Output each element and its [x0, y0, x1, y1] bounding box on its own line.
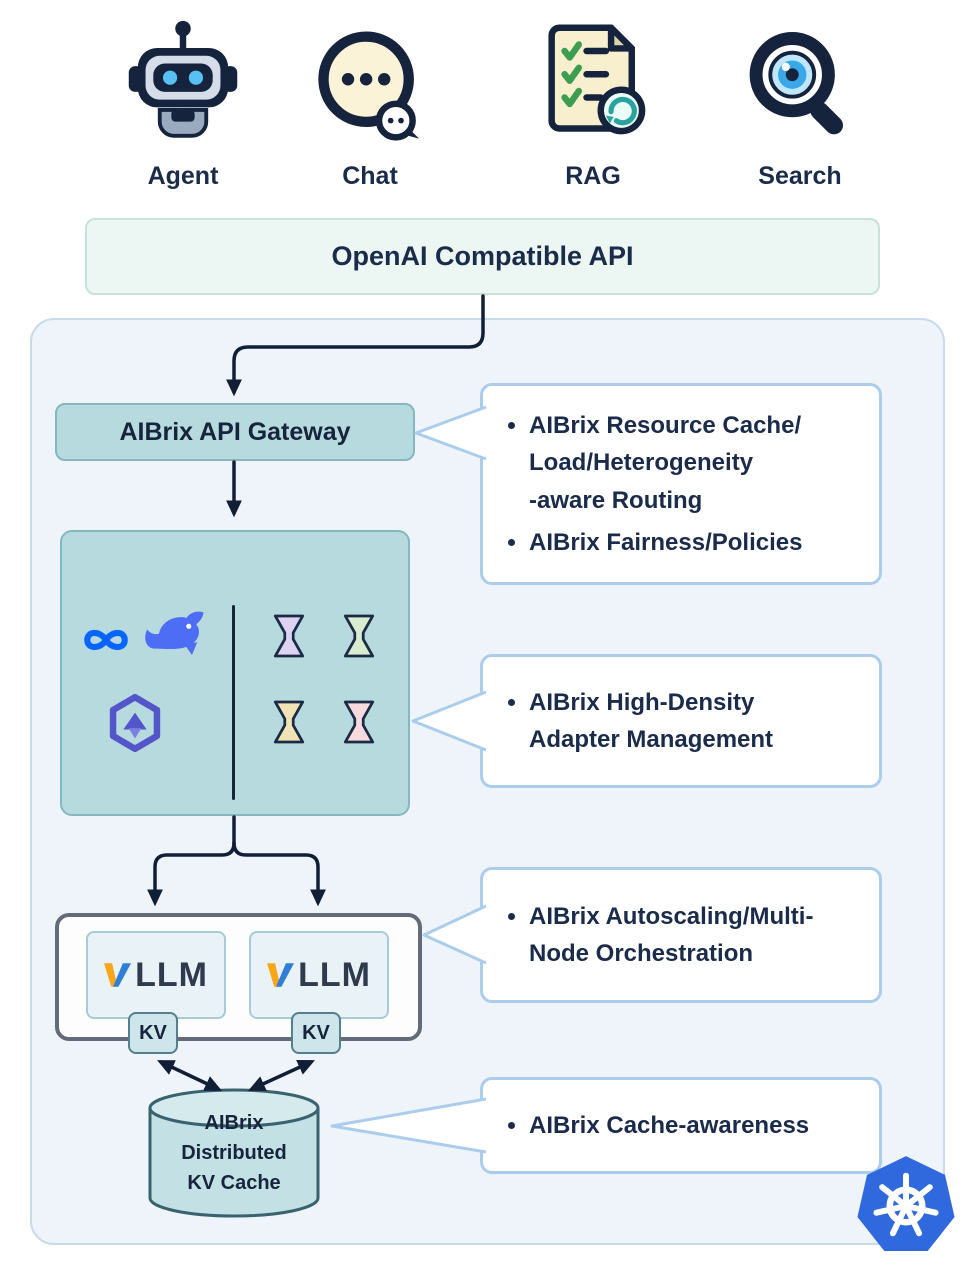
callout-routing: AIBrix Resource Cache/ Load/Heterogeneit…: [480, 383, 882, 585]
qwen-logo-icon: [104, 688, 166, 758]
rag-document-icon: [531, 12, 655, 152]
callout-cache-awareness: AIBrix Cache-awareness: [480, 1077, 882, 1174]
vllm-engine-box: LLM: [86, 931, 226, 1019]
chat-icon: [308, 20, 432, 154]
kv-cache-label: AIBrix Distributed KV Cache: [181, 1112, 287, 1194]
meta-logo-icon: [76, 618, 136, 662]
model-service-divider: [232, 605, 235, 800]
robot-icon: [121, 8, 245, 150]
adapter-icon: [340, 612, 378, 660]
adapter-icon: [270, 698, 308, 746]
callout-item: AIBrix Resource Cache/ Load/Heterogeneit…: [529, 407, 802, 519]
adapter-icon: [270, 612, 308, 660]
client-label-search: Search: [758, 162, 842, 190]
api-gateway-box: AIBrix API Gateway: [55, 403, 415, 461]
callout-autoscaling: AIBrix Autoscaling/Multi- Node Orchestra…: [480, 867, 882, 1003]
client-label-agent: Agent: [147, 162, 219, 190]
inference-cluster-box: LLM LLM: [55, 913, 422, 1041]
vllm-label: LLM: [298, 955, 371, 994]
callout-item: AIBrix Fairness/Policies: [529, 524, 802, 561]
deepseek-whale-icon: [142, 606, 210, 670]
callout-item: AIBrix Autoscaling/Multi- Node Orchestra…: [529, 898, 813, 972]
vllm-v-icon: [267, 963, 295, 987]
api-gateway-label: AIBrix API Gateway: [119, 417, 351, 446]
openai-api-banner-label: OpenAI Compatible API: [331, 241, 634, 271]
vllm-engine-box: LLM: [249, 931, 389, 1019]
openai-api-banner: OpenAI Compatible API: [85, 218, 880, 295]
model-service-box: [60, 530, 410, 816]
callout-adapter-management: AIBrix High-Density Adapter Management: [480, 654, 882, 788]
search-icon: [738, 16, 862, 154]
callout-item: AIBrix Cache-awareness: [529, 1107, 809, 1144]
vllm-v-icon: [104, 963, 132, 987]
kv-tag: KV: [128, 1012, 178, 1054]
vllm-label: LLM: [135, 955, 208, 994]
client-label-chat: Chat: [342, 162, 398, 190]
kv-tag: KV: [291, 1012, 341, 1054]
kv-cache-cylinder: [146, 1086, 322, 1220]
callout-item: AIBrix High-Density Adapter Management: [529, 684, 773, 758]
kubernetes-logo-icon: [854, 1154, 958, 1258]
adapter-icon: [340, 698, 378, 746]
client-label-rag: RAG: [565, 162, 621, 190]
